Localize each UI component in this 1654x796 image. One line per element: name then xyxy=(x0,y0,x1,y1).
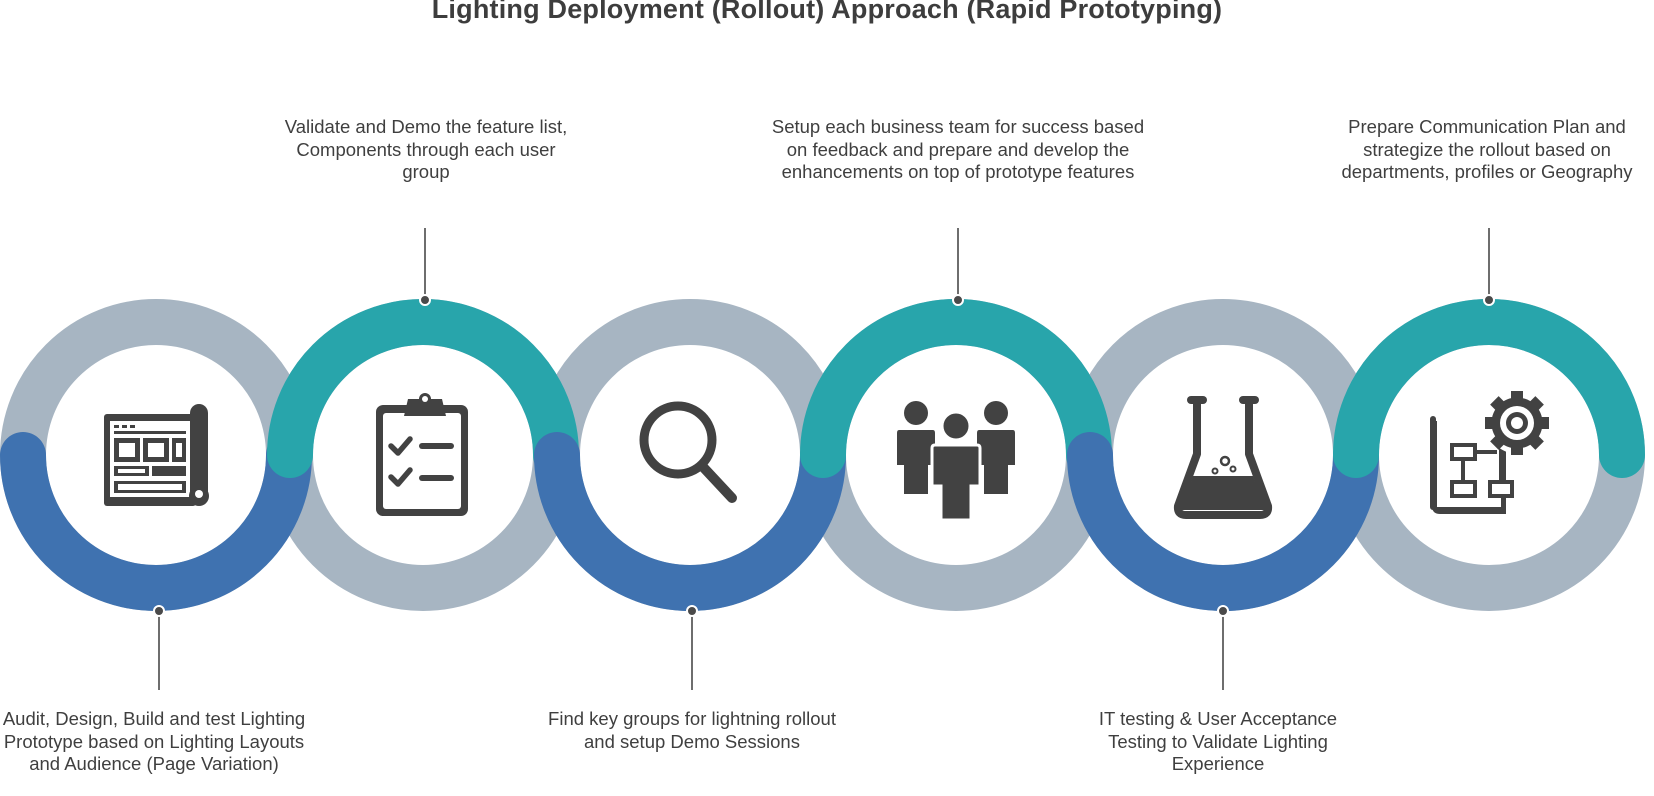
ring-2-accent-arc xyxy=(267,299,579,478)
step-6-text: Prepare Communication Plan and strategiz… xyxy=(1341,116,1633,182)
connector-3-dot xyxy=(686,605,698,617)
blueprint-icon xyxy=(104,404,209,506)
ring-4-accent-arc xyxy=(800,299,1112,478)
step-4-text: Setup each business team for success bas… xyxy=(771,116,1145,182)
connector-2-dot xyxy=(419,294,431,306)
connector-5-dot xyxy=(1217,605,1229,617)
ring-5-accent-arc xyxy=(1067,432,1379,611)
ring-6-accent-arc xyxy=(1333,299,1645,478)
team-icon xyxy=(897,401,1015,522)
ring-1-accent-arc xyxy=(0,432,312,611)
flask-icon xyxy=(1173,396,1273,519)
connector-1-dot xyxy=(153,605,165,617)
page-title: Lighting Deployment (Rollout) Approach (… xyxy=(431,0,1223,24)
magnifier-icon xyxy=(639,401,737,503)
connector-4-dot xyxy=(952,294,964,306)
clipboard-checklist-icon xyxy=(376,393,468,516)
connector-6-dot xyxy=(1483,294,1495,306)
ring-3-accent-arc xyxy=(534,432,846,611)
step-5-text: IT testing & User Acceptance Testing to … xyxy=(1098,708,1338,774)
step-1-text: Audit, Design, Build and test Lighting P… xyxy=(2,708,306,774)
step-2-text: Validate and Demo the feature list, Comp… xyxy=(284,116,568,182)
step-3-text: Find key groups for lightning rollout an… xyxy=(548,708,836,752)
plan-gear-icon xyxy=(1430,391,1549,514)
